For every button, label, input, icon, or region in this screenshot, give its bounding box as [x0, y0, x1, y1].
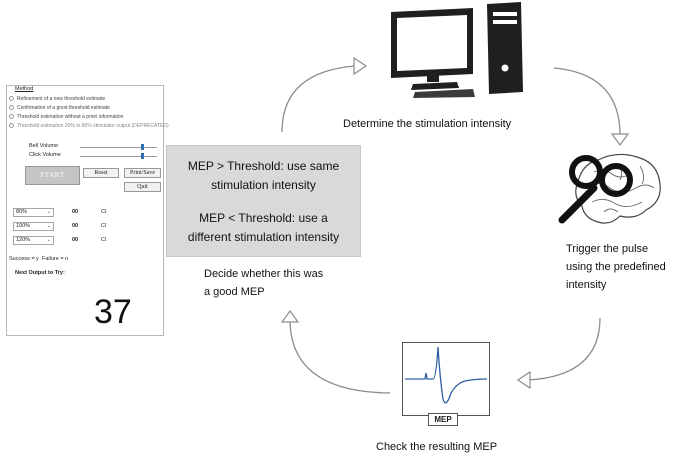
method-option-2: Confirmation of a good threshold estimat… — [17, 105, 110, 111]
arrow-to-mep — [527, 317, 601, 381]
caption-determine: Determine the stimulation intensity — [343, 118, 512, 130]
mep-label: MEP — [428, 413, 458, 426]
arrowhead-computer — [353, 56, 368, 76]
mep-waveform-icon — [405, 346, 488, 404]
method-option-radio-1[interactable] — [9, 96, 14, 101]
decision-box — [166, 145, 361, 257]
caption-trigger-1: Trigger the pulse — [566, 243, 649, 255]
caption-decide-1: Decide whether this was — [204, 268, 324, 280]
bell-volume-slider[interactable] — [80, 147, 157, 148]
decision-line-1: MEP > Threshold: use same — [187, 159, 340, 173]
intensity-select-80[interactable]: 80% ⌄ — [13, 208, 54, 217]
intensity-select-120[interactable]: 120% ⌄ — [13, 236, 54, 245]
method-option-4: Threshold estimation 20% to 80% stimulat… — [17, 123, 169, 129]
bell-volume-label: Bell Volume — [29, 143, 59, 149]
decision-line-3: MEP < Threshold: use a — [199, 211, 328, 225]
quit-button[interactable]: Quit — [124, 182, 161, 192]
intensity-value: 00 — [72, 223, 79, 229]
caption-decide-2: a good MEP — [204, 286, 265, 298]
chevron-down-icon: ⌄ — [46, 209, 51, 215]
method-title: Method — [15, 86, 34, 92]
method-option-radio-4[interactable] — [9, 123, 14, 128]
mep-panel — [402, 342, 490, 416]
method-option-radio-3[interactable] — [9, 114, 14, 119]
arrow-to-computer — [281, 65, 356, 133]
arrowhead-mep — [516, 370, 531, 390]
start-button[interactable]: START — [25, 166, 80, 185]
tms-coil-icon — [558, 155, 633, 224]
caption-trigger-2: using the predefined — [566, 261, 666, 273]
chevron-down-icon: ⌄ — [46, 223, 51, 229]
method-option-radio-2[interactable] — [9, 105, 14, 110]
bell-volume-thumb[interactable] — [141, 144, 144, 150]
intensity-select-100[interactable]: 100% ⌄ — [13, 222, 54, 231]
caption-check: Check the resulting MEP — [376, 441, 498, 453]
computer-icon — [391, 2, 523, 98]
intensity-select-value: 120% — [16, 237, 31, 243]
ci-label: CI — [101, 237, 107, 243]
method-option-3: Threshold estimation without a priori in… — [17, 114, 124, 120]
intensity-value: 00 — [72, 209, 79, 215]
failure-label: Failure = n — [42, 256, 69, 262]
click-volume-label: Click Volume — [29, 152, 61, 158]
ci-label: CI — [101, 209, 107, 215]
next-output-label: Next Output to Try: — [15, 270, 65, 276]
decision-line-4: different stimulation intensity — [187, 230, 340, 244]
chevron-down-icon: ⌄ — [46, 237, 51, 243]
caption-trigger-3: intensity — [566, 279, 607, 291]
click-volume-slider[interactable] — [80, 156, 157, 157]
intensity-select-value: 100% — [16, 223, 31, 229]
arrowhead-brain — [610, 133, 630, 147]
method-option-1: Refinement of a new threshold estimate — [17, 96, 106, 102]
intensity-select-value: 80% — [16, 209, 28, 215]
decision-line-2: stimulation intensity — [211, 178, 316, 192]
intensity-value: 00 — [72, 237, 79, 243]
next-output-value: 37 — [94, 293, 132, 331]
arrow-to-brain — [553, 67, 621, 136]
ci-label: CI — [101, 223, 107, 229]
arrowhead-decision — [280, 309, 300, 323]
arrow-to-decision — [289, 321, 391, 394]
success-label: Success = y — [9, 256, 39, 262]
print-save-button[interactable]: Print/Save — [124, 168, 161, 178]
click-volume-thumb[interactable] — [141, 153, 144, 159]
reset-button[interactable]: Reset — [83, 168, 119, 178]
